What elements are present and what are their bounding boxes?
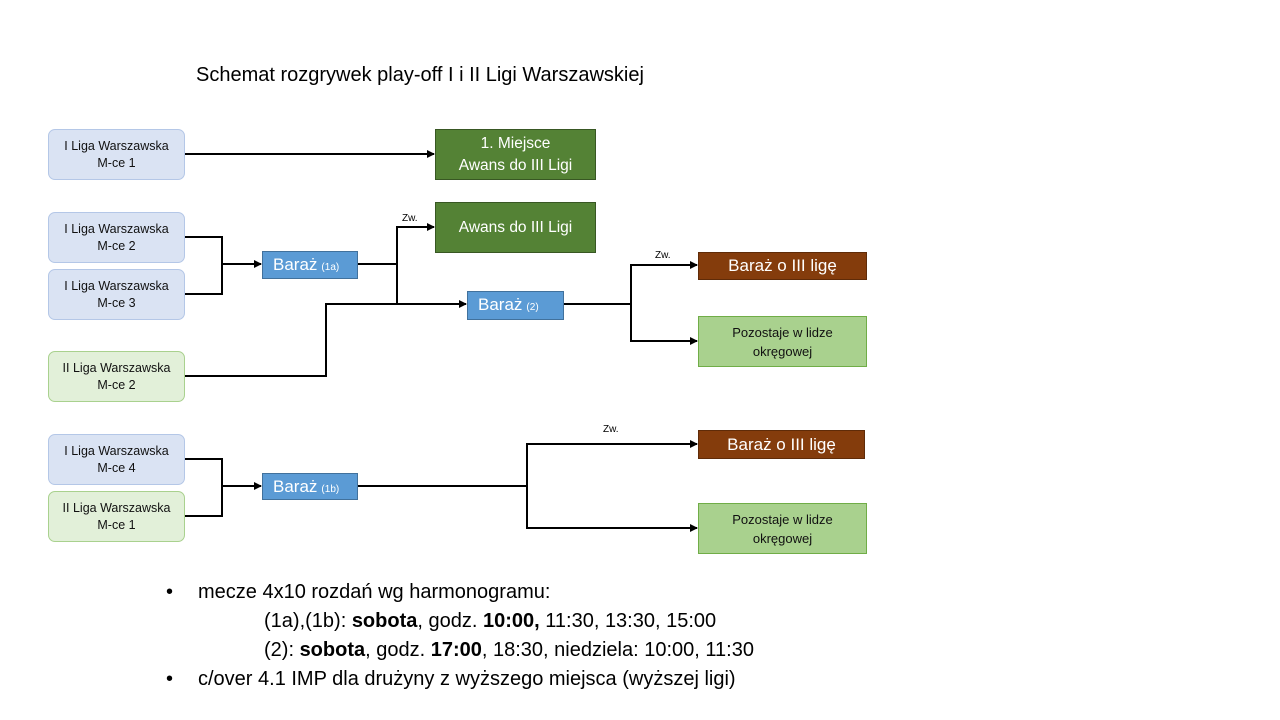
note-text: , 18:30, niedziela: 10:00, 11:30 [481,639,754,661]
note-text: 11:30, 13:30, 15:00 [539,610,717,632]
bullet-icon: • [166,581,174,603]
playoff-1a: Baraż(1a) [262,251,358,279]
winner-label-1a: Zw. [402,213,418,224]
playoff-sub: (1b) [321,484,340,495]
bullet-icon: • [166,668,174,690]
note-schedule-2: (2): sobota, godz. 17:00, 18:30, niedzie… [166,636,754,665]
outcome-label: 1. Miejsce [480,134,551,152]
connector-1b-winner [526,440,698,486]
connector-2-loser [630,304,698,345]
outcome-label: okręgowej [752,343,813,359]
team-league: I Liga Warszawska [64,443,169,458]
team-league: I Liga Warszawska [64,138,169,153]
connector-m2-m3-merge [185,236,223,295]
team-position: M-ce 4 [97,460,136,475]
winner-label-1b: Zw. [603,424,619,435]
connector-1b-loser [526,486,698,532]
note-text: (2): [264,639,300,661]
connector-m4-l2m1-merge [185,458,223,517]
team-l2-m1: II Liga Warszawska M-ce 1 [48,491,185,542]
note-text: (1a),(1b): [264,610,352,632]
team-league: II Liga Warszawska [62,360,171,375]
connector-2-winner [564,261,698,305]
team-league: II Liga Warszawska [62,500,171,515]
playoff-2: Baraż(2) [467,291,564,320]
outcome-stays-top: Pozostaje w lidze okręgowej [698,316,867,367]
team-league: I Liga Warszawska [64,278,169,293]
playoff-sub: (2) [526,302,539,313]
playoff-label: Baraż [478,295,523,314]
team-position: M-ce 2 [97,238,136,253]
note-text: , godz. [417,610,483,632]
playoff-sub: (1a) [321,262,340,273]
outcome-promotion: Awans do III Ligi [435,202,596,253]
outcome-stays-bottom: Pozostaje w lidze okręgowej [698,503,867,554]
outcome-label: okręgowej [752,530,813,546]
outcome-label: Pozostaje w lidze [732,324,833,340]
outcome-label: Baraż o III ligę [727,434,836,454]
team-l1-m1: I Liga Warszawska M-ce 1 [48,129,185,180]
note-day: sobota [299,639,366,661]
connector-1a-split [358,223,435,265]
team-l1-m4: I Liga Warszawska M-ce 4 [48,434,185,485]
team-l2-m2: II Liga Warszawska M-ce 2 [48,351,185,402]
team-league: I Liga Warszawska [64,221,169,236]
diagram-title: Schemat rozgrywek play-off I i II Ligi W… [196,64,644,86]
note-schedule-1: (1a),(1b): sobota, godz. 10:00, 11:30, 1… [166,607,754,636]
note-time: 10:00, [482,610,540,632]
note-text: c/over 4.1 IMP dla drużyny z wyższego mi… [198,668,736,690]
outcome-label: Pozostaje w lidze [732,511,833,527]
team-position: M-ce 1 [97,155,136,170]
note-text: , godz. [365,639,431,661]
connector-1a-to-baraz-2 [396,264,467,308]
note-time: 17:00 [430,639,482,661]
team-position: M-ce 2 [97,377,136,392]
team-l1-m3: I Liga Warszawska M-ce 3 [48,269,185,320]
outcome-first-place: 1. Miejsce Awans do III Ligi [435,129,596,180]
outcome-label: Awans do III Ligi [458,156,573,174]
note-day: sobota [351,610,418,632]
outcome-playoff-iii-top: Baraż o III ligę [698,252,867,280]
team-l1-m2: I Liga Warszawska M-ce 2 [48,212,185,263]
note-item: • mecze 4x10 rozdań wg harmonogramu: [166,578,754,607]
playoff-label: Baraż [273,477,318,496]
playoff-label: Baraż [273,255,318,274]
note-text: mecze 4x10 rozdań wg harmonogramu: [198,581,551,603]
outcome-playoff-iii-bottom: Baraż o III ligę [698,430,865,459]
notes-list: • mecze 4x10 rozdań wg harmonogramu: (1a… [166,578,754,694]
note-item: • c/over 4.1 IMP dla drużyny z wyższego … [166,665,754,694]
connector-l2m2-to-baraz-2 [185,303,397,377]
team-position: M-ce 3 [97,295,136,310]
outcome-label: Awans do III Ligi [458,218,573,236]
team-position: M-ce 1 [97,517,136,532]
playoff-1b: Baraż(1b) [262,473,358,500]
outcome-label: Baraż o III ligę [728,256,837,275]
winner-label-2: Zw. [655,250,671,261]
